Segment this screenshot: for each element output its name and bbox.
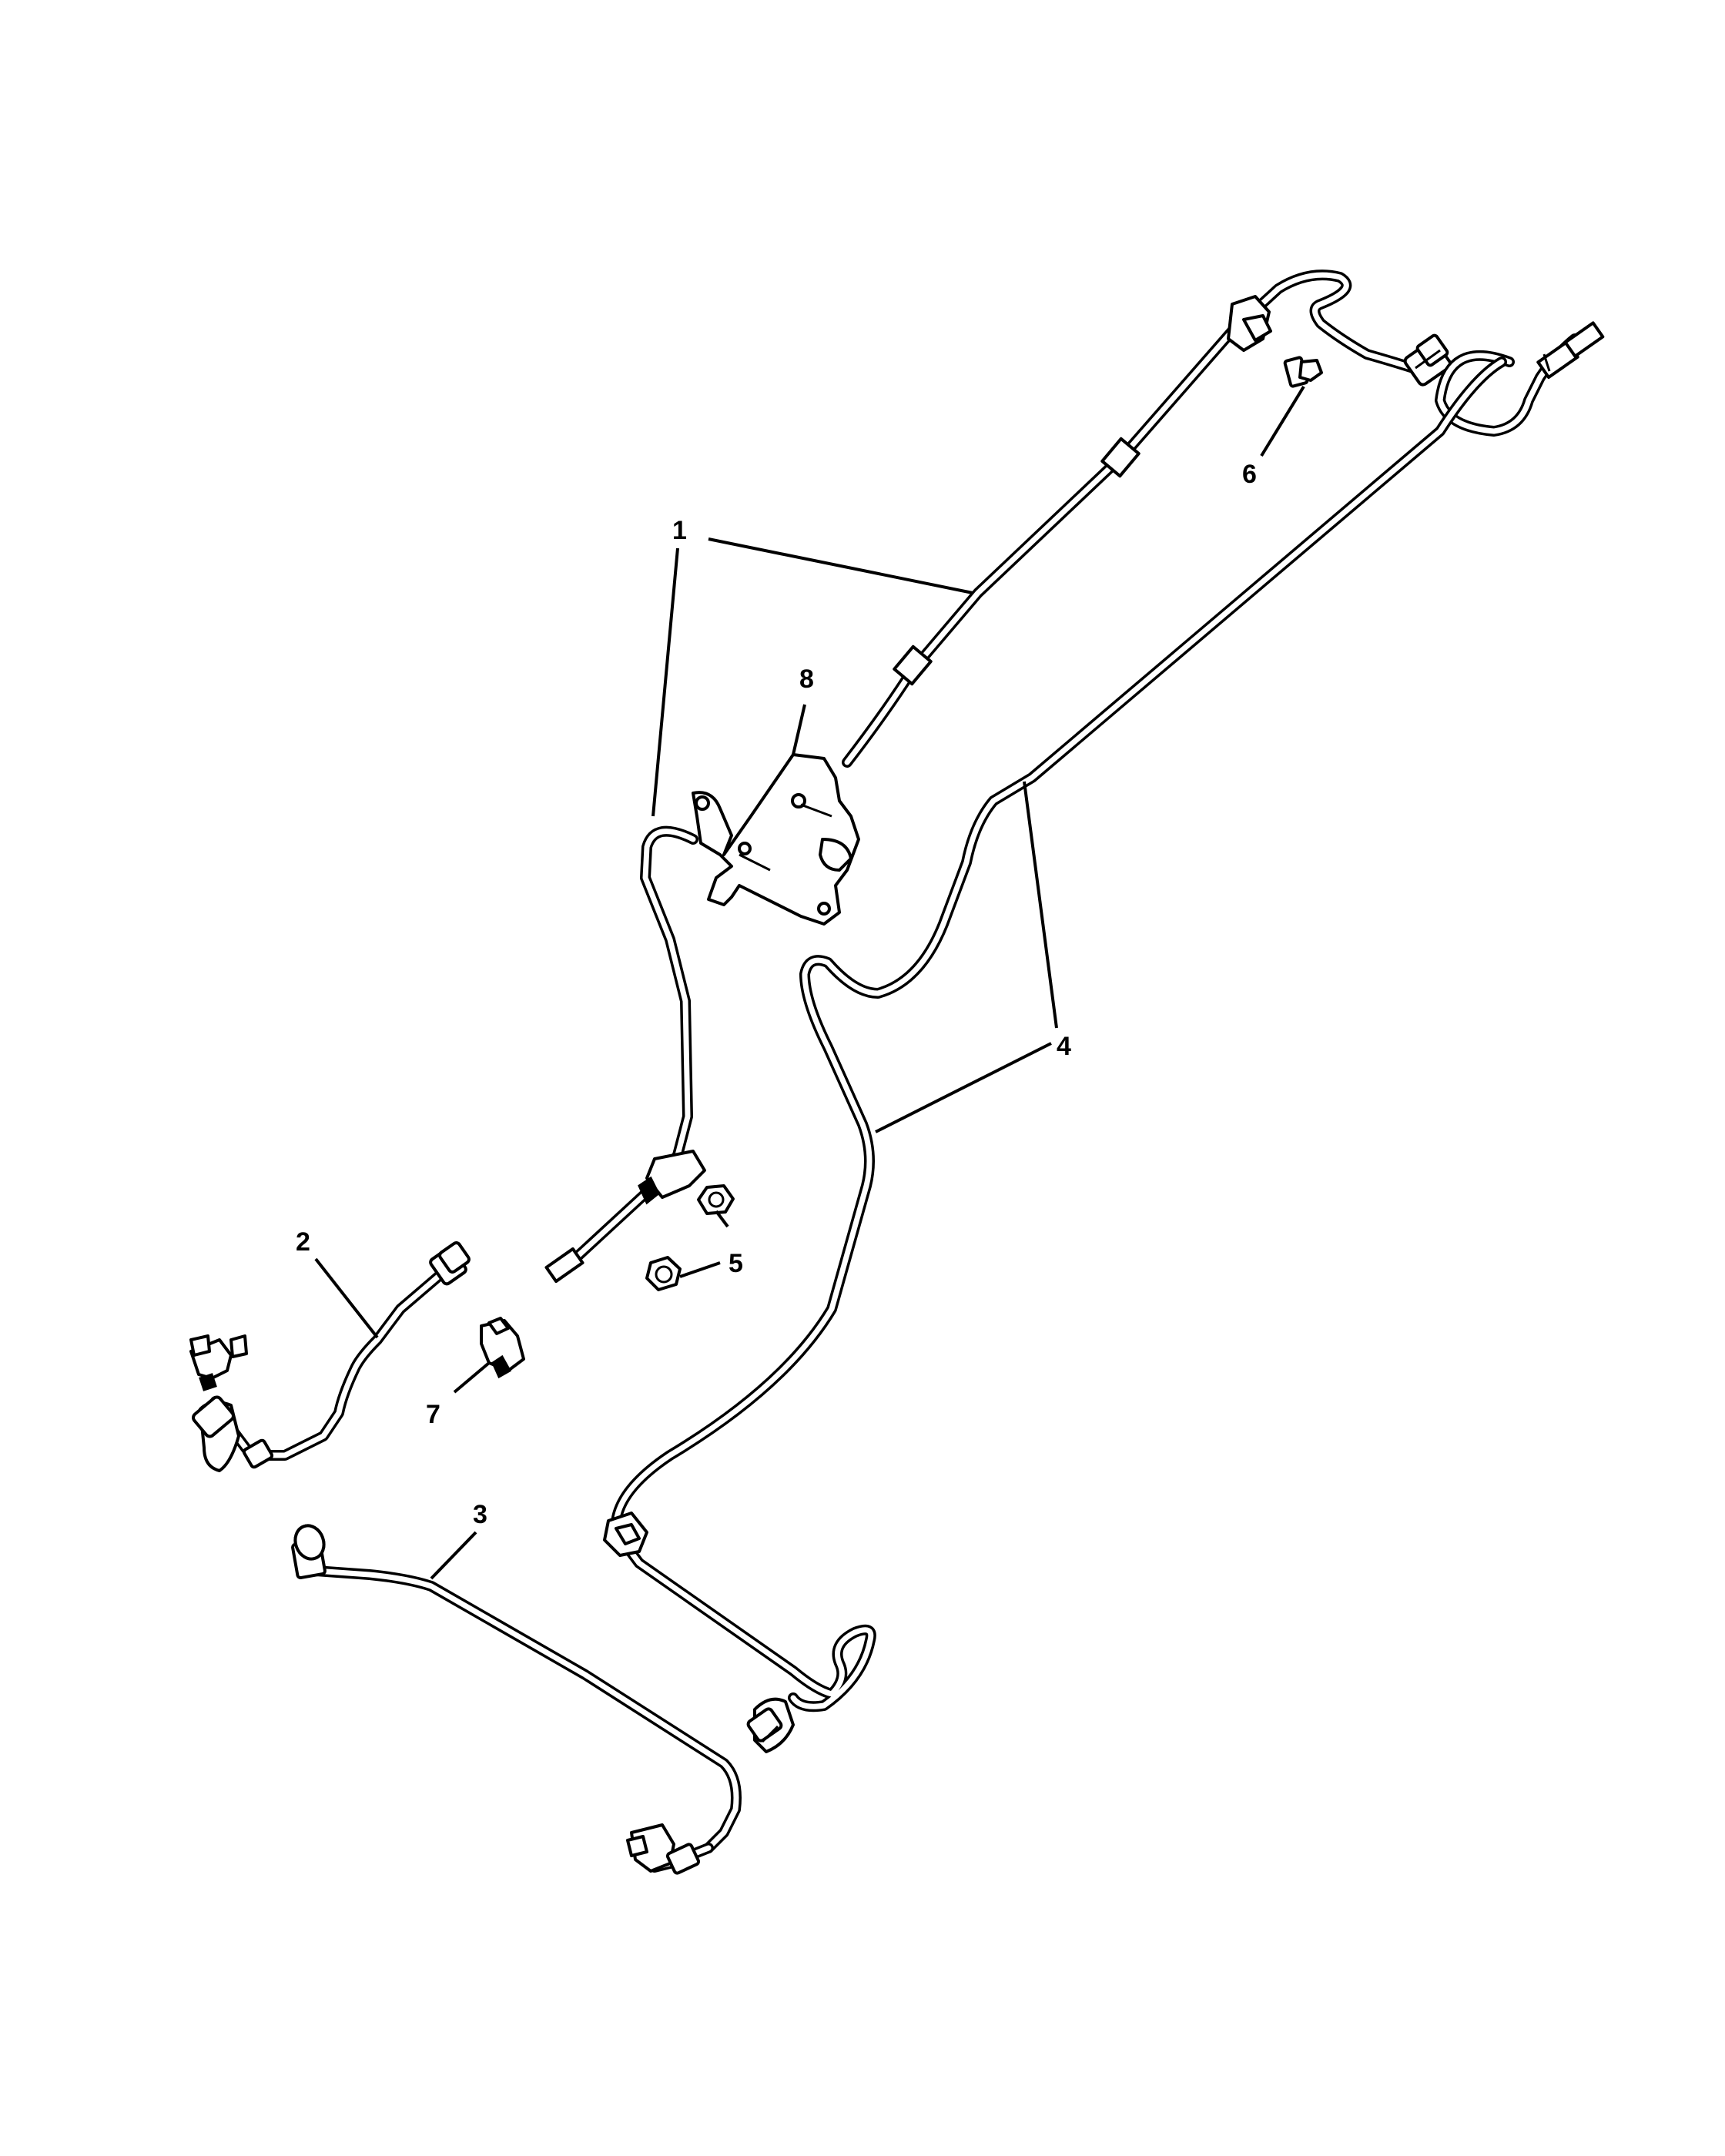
leader-7 — [453, 1361, 491, 1394]
leader-4a — [875, 1042, 1052, 1133]
tube-assembly-3[interactable] — [291, 1522, 742, 1875]
leader-1b — [651, 547, 679, 817]
callout-labels: 1 2 3 4 5 6 7 8 — [296, 460, 1257, 1529]
leader-8 — [792, 704, 806, 755]
leader-5b — [679, 1261, 721, 1278]
bracket[interactable] — [692, 753, 860, 926]
stud[interactable] — [1283, 356, 1323, 388]
callout-1: 1 — [672, 516, 687, 545]
callout-4: 4 — [1057, 1032, 1071, 1061]
fuel-supply-tube[interactable] — [544, 270, 1452, 1284]
fuel-return-tube[interactable] — [603, 321, 1605, 1753]
leader-lines — [314, 385, 1305, 1580]
elbow-connector — [746, 1697, 795, 1753]
leader-1a — [708, 537, 973, 594]
callout-5: 5 — [729, 1249, 743, 1278]
nut-lower[interactable] — [645, 1256, 682, 1291]
tube-end-fitting — [1536, 321, 1605, 380]
leader-3 — [430, 1531, 477, 1580]
leader-4b — [1023, 781, 1058, 1029]
clip[interactable] — [480, 1317, 525, 1379]
leader-2 — [314, 1257, 379, 1339]
leader-5a — [715, 1210, 729, 1228]
tube-assembly-2[interactable] — [189, 1241, 471, 1472]
quick-connector — [1403, 333, 1452, 387]
callout-2: 2 — [296, 1227, 310, 1257]
callout-3: 3 — [473, 1500, 487, 1529]
callout-8: 8 — [799, 665, 814, 694]
callout-6: 6 — [1242, 460, 1257, 489]
callout-7: 7 — [426, 1400, 440, 1429]
nut-upper[interactable] — [697, 1184, 735, 1215]
leader-6 — [1260, 385, 1305, 457]
